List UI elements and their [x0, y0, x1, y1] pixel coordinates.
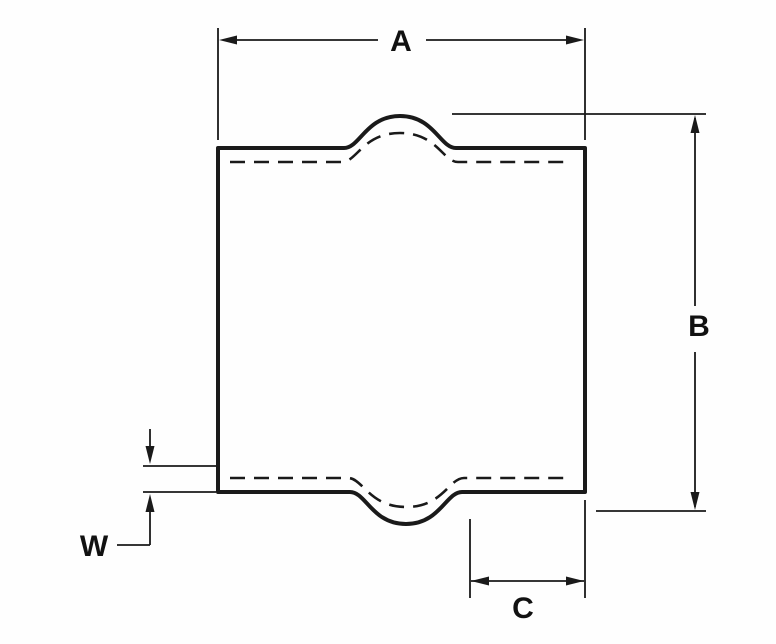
- dimension-w-tick-lines: [143, 465, 216, 493]
- dimension-w-arrow-down: [145, 446, 155, 464]
- dimension-b-label: B: [688, 310, 710, 343]
- dimension-b-arrow-bottom: [690, 492, 700, 510]
- dimension-b-arrow-top: [690, 115, 700, 133]
- dimension-c-label: C: [512, 592, 534, 625]
- dimension-a-arrow-left: [219, 35, 237, 45]
- inner-wall-bottom-dashed: [230, 476, 572, 509]
- dimension-a: A: [217, 25, 586, 140]
- dimension-w-label: W: [80, 530, 109, 563]
- part-outline: [216, 114, 587, 526]
- dimension-w: W: [80, 429, 216, 563]
- dimension-a-label: A: [390, 25, 412, 58]
- dimension-a-arrow-right: [566, 35, 584, 45]
- dimension-c-arrow-left: [471, 576, 489, 586]
- dimension-c-arrow-right: [566, 576, 584, 586]
- dimension-c-extension-lines: [469, 500, 586, 598]
- dimension-b-extension-lines: [452, 113, 706, 512]
- inner-wall-top-dashed: [230, 131, 572, 164]
- dimension-c: C: [469, 500, 586, 625]
- dimension-a-extension-lines: [217, 28, 586, 140]
- dimension-w-arrow-up: [145, 494, 155, 512]
- dimension-b: B: [452, 113, 710, 512]
- part-body: [216, 114, 587, 526]
